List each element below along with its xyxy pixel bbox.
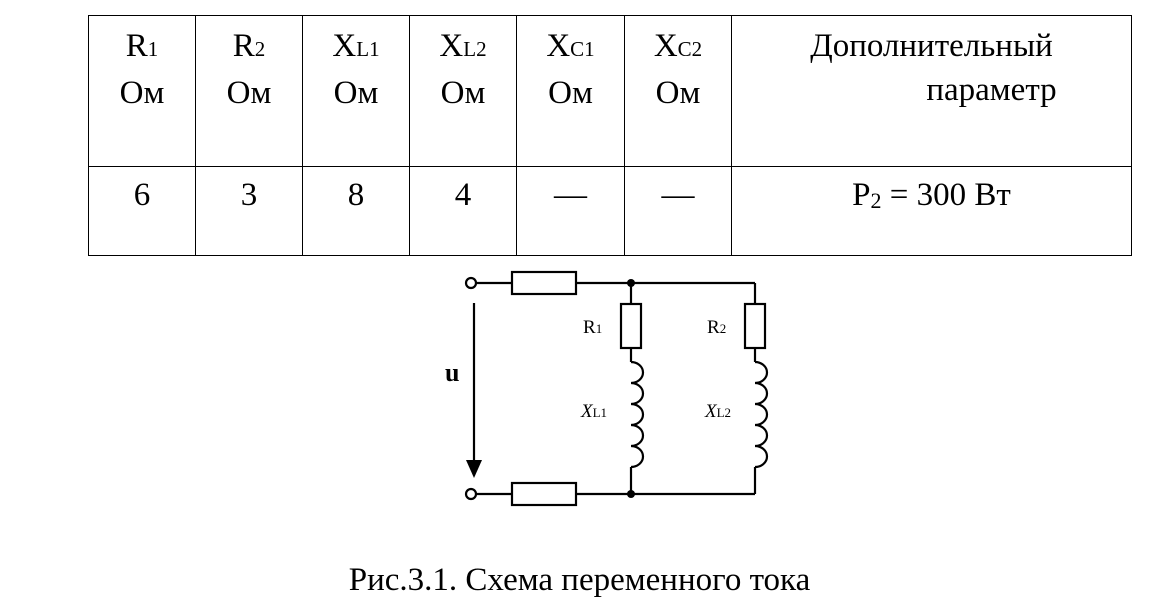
header-symbol: X	[653, 28, 678, 64]
extra-value-symbol: P	[852, 177, 871, 213]
header-symbol: R	[232, 28, 255, 64]
header-subscript: C2	[677, 37, 703, 61]
bottom-node-dot	[627, 490, 635, 498]
circuit-diagram: u R1 R2 XL1 XL2	[445, 270, 769, 507]
header-subscript: 2	[254, 37, 266, 61]
r1-resistor	[619, 302, 643, 350]
header-unit: Ом	[655, 75, 701, 111]
extra-value-subscript: 2	[870, 188, 882, 213]
r1-label-subscript: 1	[596, 321, 603, 336]
header-symbol: X	[439, 28, 464, 64]
r1-label: R1	[583, 317, 602, 338]
figure-caption: Рис.3.1. Схема переменного тока	[348, 562, 811, 598]
header-r1: R1 Ом	[88, 15, 196, 167]
voltage-arrow-head	[466, 460, 482, 478]
xl1-inductor	[630, 360, 645, 469]
header-unit: Ом	[333, 75, 379, 111]
r1-label-symbol: R	[583, 317, 596, 338]
xl2-label-symbol: X	[704, 401, 718, 422]
header-extra-parameter: Дополнительный параметр	[731, 15, 1132, 167]
header-symbol: X	[332, 28, 357, 64]
value-xc2: —	[624, 166, 732, 256]
parameters-table: R1 Ом R2 Ом XL1 Ом XL2 Ом XC1 Ом XC2 Ом …	[88, 15, 1132, 256]
xl1-label: XL1	[580, 401, 607, 422]
r2-label: R2	[707, 317, 726, 338]
header-subscript: C1	[570, 37, 595, 61]
header-xl2: XL2 Ом	[409, 15, 517, 167]
top-node-dot	[627, 279, 635, 287]
header-subscript: L2	[463, 37, 487, 61]
header-xl1: XL1 Ом	[302, 15, 410, 167]
value-r1: 6	[88, 166, 196, 256]
value-xl2: 4	[409, 166, 517, 256]
header-symbol: X	[546, 28, 571, 64]
xl1-label-subscript: L1	[593, 405, 607, 420]
xl2-label: XL2	[704, 401, 731, 422]
extra-value-rest: = 300 Вт	[881, 177, 1011, 213]
table-header-row: R1 Ом R2 Ом XL1 Ом XL2 Ом XC1 Ом XC2 Ом …	[88, 15, 1132, 167]
header-r2: R2 Ом	[195, 15, 303, 167]
xl1-label-symbol: X	[580, 401, 594, 422]
header-subscript: L1	[356, 37, 380, 61]
header-extra-line1: Дополнительный	[810, 28, 1053, 64]
header-symbol: R	[125, 28, 148, 64]
header-subscript: 1	[147, 37, 159, 61]
value-xl1: 8	[302, 166, 410, 256]
r2-resistor	[743, 302, 767, 350]
header-unit: Ом	[119, 75, 165, 111]
header-extra-line2: параметр	[926, 72, 1057, 108]
header-unit: Ом	[226, 75, 272, 111]
r2-label-subscript: 2	[720, 321, 727, 336]
value-extra-parameter: P2 = 300 Вт	[731, 166, 1132, 256]
voltage-label: u	[445, 358, 459, 387]
header-unit: Ом	[548, 75, 593, 111]
header-unit: Ом	[440, 75, 486, 111]
table-values-row: 6 3 8 4 — — P2 = 300 Вт	[88, 166, 1132, 256]
bottom-terminal	[464, 487, 478, 501]
bottom-fuse	[510, 481, 578, 507]
top-terminal	[464, 276, 478, 290]
value-xc1: —	[516, 166, 625, 256]
header-xc1: XC1 Ом	[516, 15, 625, 167]
value-r2: 3	[195, 166, 303, 256]
header-xc2: XC2 Ом	[624, 15, 732, 167]
top-fuse	[510, 270, 578, 296]
xl2-label-subscript: L2	[717, 405, 731, 420]
r2-label-symbol: R	[707, 317, 720, 338]
xl2-inductor	[754, 360, 769, 469]
